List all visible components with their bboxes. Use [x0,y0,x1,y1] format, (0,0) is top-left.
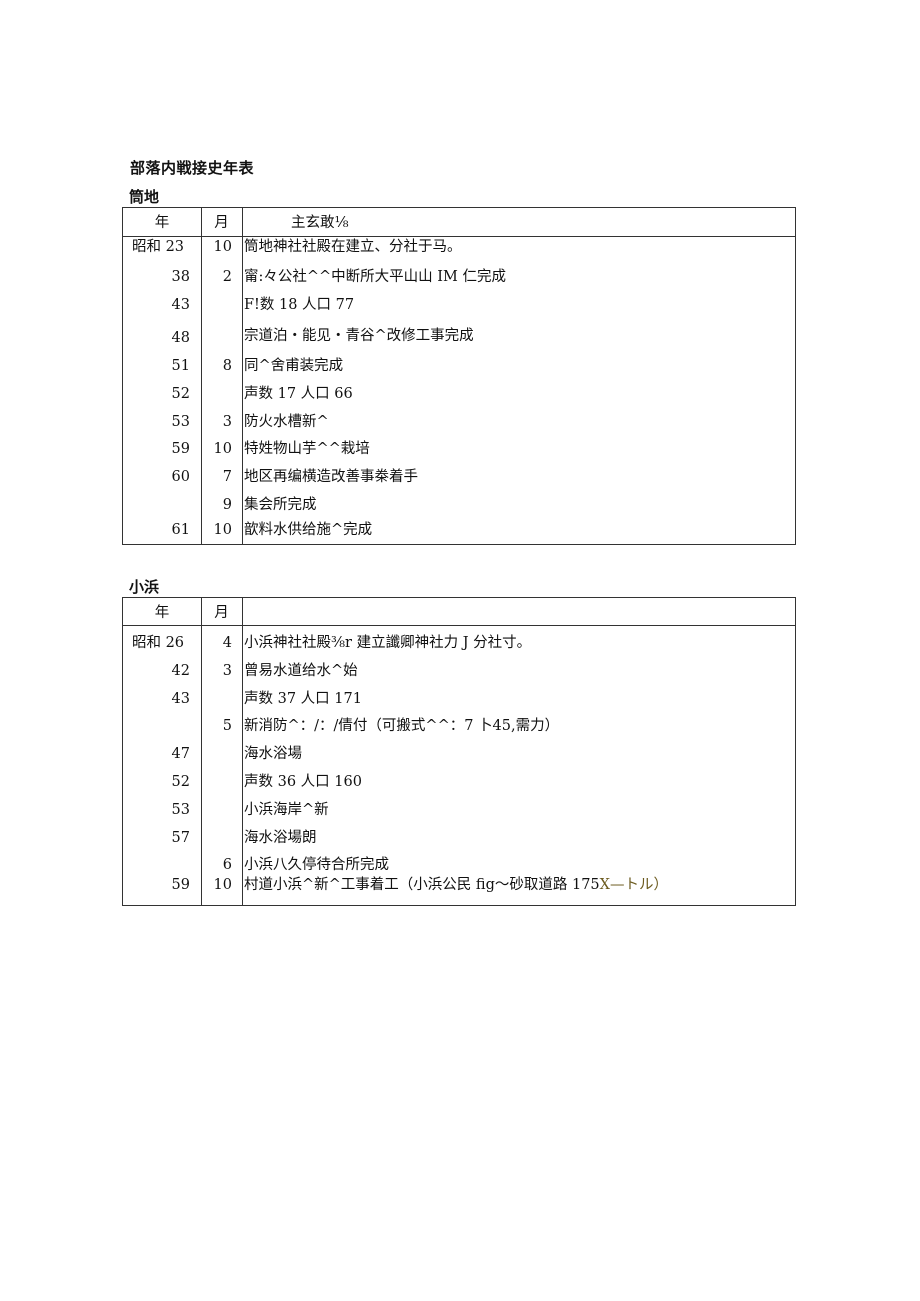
event-text: 村道小浜^新^工事着工（小浜公民 fig～砂取道路 175X—トル） [244,877,668,893]
section-title-kohama: 小浜 [129,578,160,596]
column-divider [201,598,202,905]
document-title: 部落内戦接史年表 [130,159,255,177]
section-title-tsutsuchi: 筒地 [129,188,160,206]
column-divider [242,208,243,544]
header-month: 月 [214,215,229,231]
column-divider [242,598,243,905]
header-event: 主玄敢⅛ [291,215,349,231]
header-divider [123,625,795,626]
accent-text: X—トル） [599,877,668,893]
timeline-table-tsutsuchi: 年 月 主玄敢⅛ 昭和 23 10 筒地神社社殿在建立、分社于马。 38 2 甯… [122,207,796,545]
column-divider [201,208,202,544]
header-divider [123,236,795,237]
timeline-table-kohama: 年 月 昭和 26 4 小浜神社社殿⅜r 建立讖卿神社力 J 分社寸。 42 3… [122,597,796,906]
header-year: 年 [154,215,170,231]
header-year: 年 [154,605,170,621]
header-month: 月 [214,605,229,621]
